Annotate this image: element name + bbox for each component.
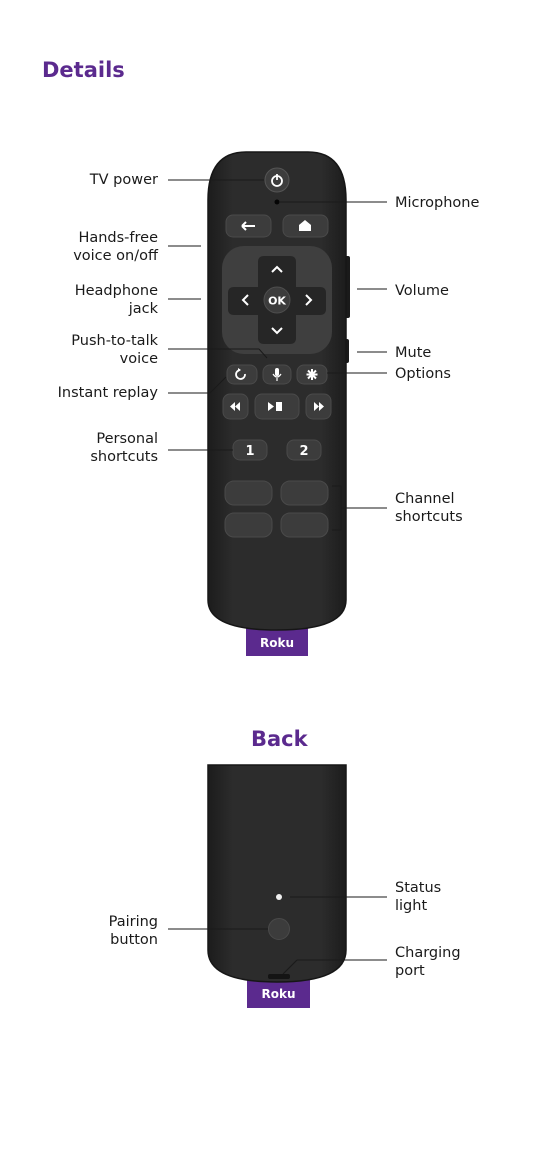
replay-icon <box>235 369 246 380</box>
label-instant-replay: Instant replay <box>57 385 158 401</box>
roku-logo-back: Roku <box>261 987 295 1001</box>
shortcut-1-label: 1 <box>245 444 254 459</box>
leader-lines-back <box>168 896 387 975</box>
details-heading: Details <box>42 58 125 82</box>
down-chevron-icon[interactable] <box>271 327 283 335</box>
options-star-icon <box>306 369 318 380</box>
home-icon <box>299 220 311 231</box>
label-microphone: Microphone <box>395 195 480 211</box>
channel-shortcut-button-2[interactable] <box>280 480 329 506</box>
channel-shortcut-button-1[interactable] <box>224 480 273 506</box>
pause-icon <box>276 402 282 411</box>
fast-forward-icon <box>314 402 324 411</box>
shortcut-2-label: 2 <box>299 444 308 459</box>
rewind-icon <box>230 402 240 411</box>
replay-arrow-icon <box>238 368 241 372</box>
play-icon <box>268 402 274 411</box>
remote-body-back <box>207 764 347 983</box>
shortcut-2-button[interactable] <box>286 439 322 461</box>
pairing-button[interactable] <box>268 918 290 940</box>
back-arrow-icon <box>241 221 255 231</box>
microphone-hole <box>274 199 280 205</box>
channel-shortcut-button-3[interactable] <box>224 512 273 538</box>
channel-shortcut-button-4[interactable] <box>280 512 329 538</box>
charging-port <box>268 974 290 979</box>
roku-logo-front: Roku <box>260 636 294 650</box>
label-mute: Mute <box>395 345 432 361</box>
left-chevron-icon[interactable] <box>241 294 249 306</box>
label-volume: Volume <box>395 283 449 299</box>
up-chevron-icon[interactable] <box>271 265 283 273</box>
label-options: Options <box>395 366 451 382</box>
label-tv-power: TV power <box>89 172 158 188</box>
leader-lines-front <box>168 179 387 531</box>
ok-button[interactable] <box>263 286 291 314</box>
instant-replay-button[interactable] <box>226 364 258 385</box>
ok-label: OK <box>268 295 286 308</box>
back-heading: Back <box>251 727 308 751</box>
status-light <box>276 894 282 900</box>
microphone-icon-stand <box>272 373 282 381</box>
right-chevron-icon[interactable] <box>305 294 313 306</box>
microphone-icon <box>275 368 279 376</box>
